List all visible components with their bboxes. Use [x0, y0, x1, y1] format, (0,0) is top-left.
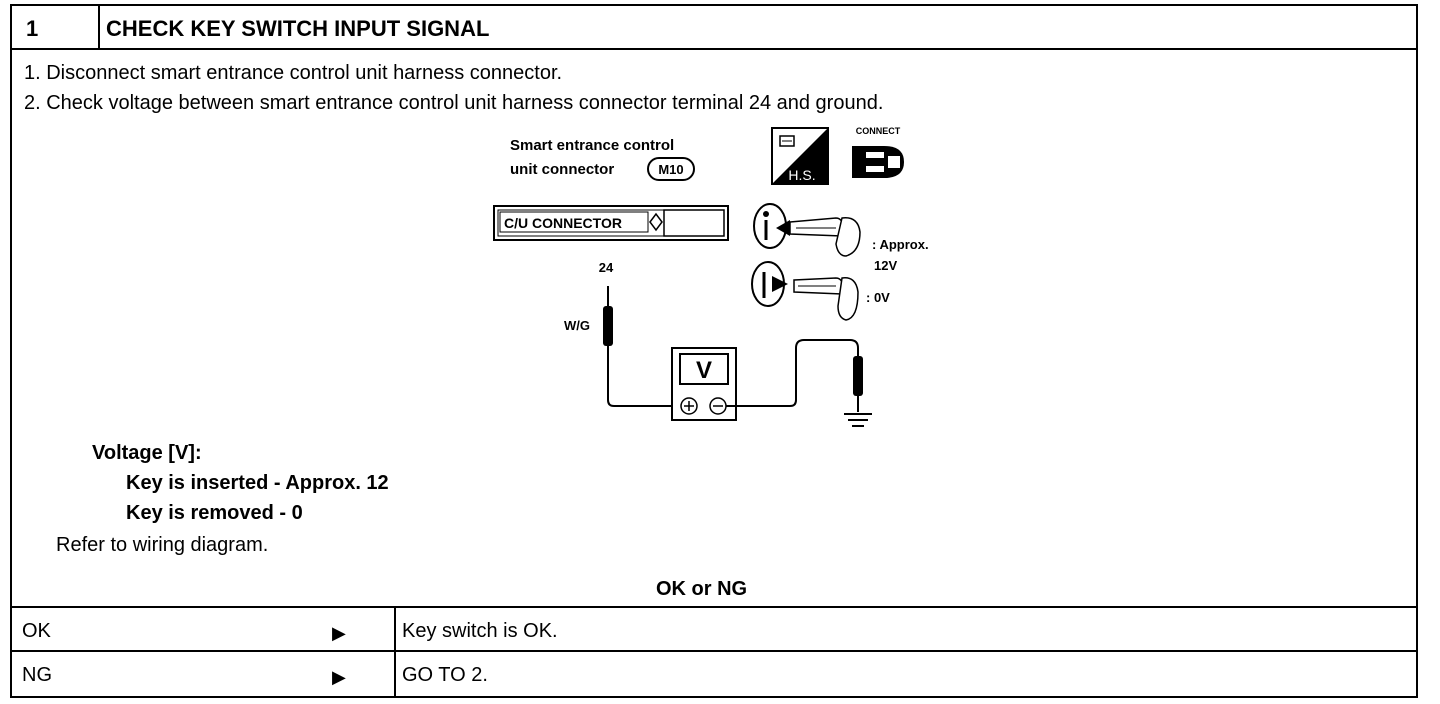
key-inserted-value-line1: : Approx.	[872, 237, 929, 252]
voltmeter-label: V	[696, 357, 712, 384]
result-ok-label: OK	[22, 620, 51, 642]
result-ok-action: Key switch is OK.	[402, 620, 558, 642]
result-ng-action: GO TO 2.	[402, 664, 488, 686]
voltmeter	[671, 347, 737, 421]
procedure-step-2: 2. Check voltage between smart entrance …	[24, 92, 884, 114]
positive-probe	[603, 286, 680, 407]
result-column-divider	[394, 606, 396, 696]
procedure-step-1: 1. Disconnect smart entrance control uni…	[24, 62, 563, 84]
procedure-table: 1 CHECK KEY SWITCH INPUT SIGNAL 1. Disco…	[10, 4, 1418, 698]
connector-id: M10	[658, 162, 683, 177]
result-ng-label: NG	[22, 664, 52, 686]
key-removed-icon	[751, 261, 859, 321]
connector-caption-line2: unit connector	[510, 161, 614, 178]
ok-arrow-icon: ▶	[332, 623, 346, 643]
step-title: CHECK KEY SWITCH INPUT SIGNAL	[106, 16, 490, 41]
ng-arrow-icon: ▶	[332, 667, 346, 687]
cu-connector-label: C/U CONNECTOR	[504, 215, 622, 231]
harness-side-icon: H.S.	[771, 127, 829, 185]
spec-key-removed: Key is removed - 0	[126, 502, 303, 524]
spec-key-inserted: Key is inserted - Approx. 12	[126, 472, 389, 494]
connector-caption-line1: Smart entrance control	[510, 137, 674, 154]
connect-label: CONNECT	[856, 126, 901, 136]
cu-connector	[493, 205, 729, 241]
hs-label: H.S.	[788, 167, 815, 183]
key-inserted-icon	[753, 203, 861, 257]
key-inserted-value-line2: 12V	[874, 258, 897, 273]
spec-heading: Voltage [V]:	[92, 442, 202, 464]
result-divider-middle	[12, 650, 1416, 652]
header-divider	[12, 48, 1416, 50]
result-divider-top	[12, 606, 1416, 608]
header-column-divider	[98, 6, 100, 48]
ground-icon	[844, 413, 872, 427]
connector-plug-icon	[852, 146, 904, 178]
step-number: 1	[26, 16, 39, 41]
key-removed-value: : 0V	[866, 290, 890, 305]
ok-or-ng-question: OK or NG	[656, 578, 748, 600]
connector-id-badge	[647, 157, 695, 181]
terminal-number: 24	[599, 260, 614, 275]
ground-probe	[726, 339, 863, 412]
wiring-diagram-reference: Refer to wiring diagram.	[56, 534, 269, 556]
wire-color: W/G	[564, 318, 590, 333]
